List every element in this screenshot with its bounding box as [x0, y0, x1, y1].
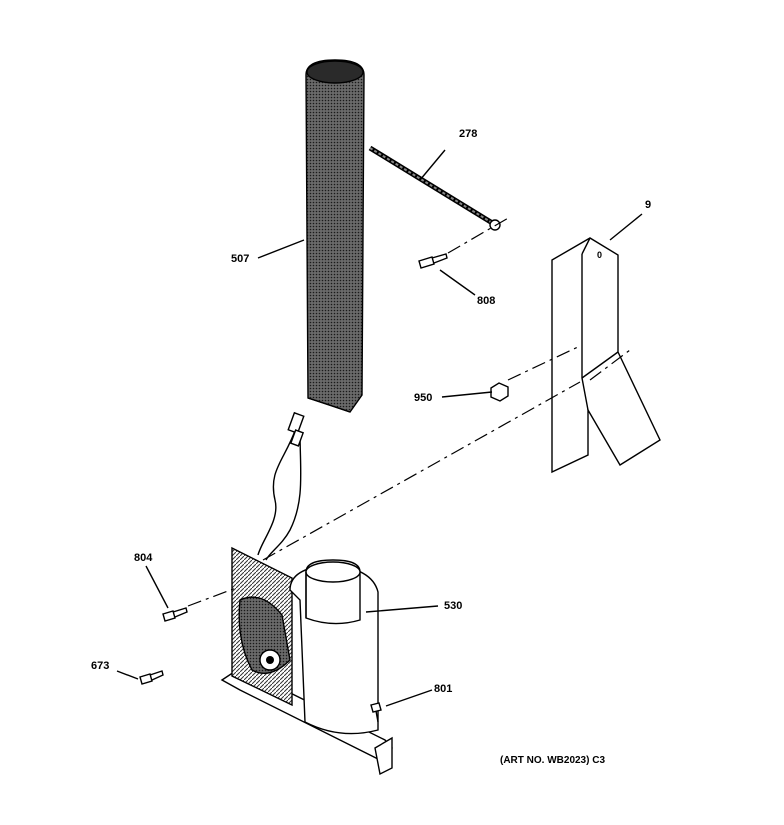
screw-part-804	[162, 607, 188, 622]
svg-text:0: 0	[597, 250, 602, 260]
assembly-line-950-right	[589, 349, 631, 381]
callout-801: 801	[434, 683, 452, 695]
callout-808: 808	[477, 295, 495, 307]
wire-harness	[257, 411, 305, 561]
callout-530: 530	[444, 600, 462, 612]
leader-line-507	[257, 239, 305, 259]
assembly-line-804	[187, 587, 237, 607]
leader-line-673	[116, 670, 139, 680]
leader-line-808	[439, 269, 476, 296]
assembly-line-808	[447, 216, 511, 254]
assembly-line-main	[262, 381, 581, 561]
callout-804: 804	[134, 552, 153, 564]
leader-line-278	[419, 149, 446, 181]
screw-part-808	[418, 253, 448, 269]
leader-line-530	[365, 605, 439, 613]
bracket-part-9: 0	[551, 237, 661, 474]
callout-9: 9	[645, 199, 651, 211]
callout-507: 507	[231, 253, 249, 265]
art-number-label: (ART NO. WB2023) C3	[500, 755, 605, 766]
nut-part-950	[490, 382, 509, 402]
blower-part-530	[220, 546, 393, 776]
wire-tie-part-278	[368, 145, 501, 231]
callout-278: 278	[459, 128, 477, 140]
callout-950: 950	[414, 392, 432, 404]
screw-part-801	[370, 702, 382, 723]
leader-line-950	[441, 391, 493, 398]
duct-part-507	[305, 59, 365, 413]
leader-line-9	[609, 213, 643, 241]
leader-line-801	[385, 689, 433, 707]
callout-673: 673	[91, 660, 109, 672]
assembly-line-950-upper	[507, 345, 581, 381]
screw-part-673	[139, 670, 164, 685]
leader-line-804	[145, 565, 169, 609]
